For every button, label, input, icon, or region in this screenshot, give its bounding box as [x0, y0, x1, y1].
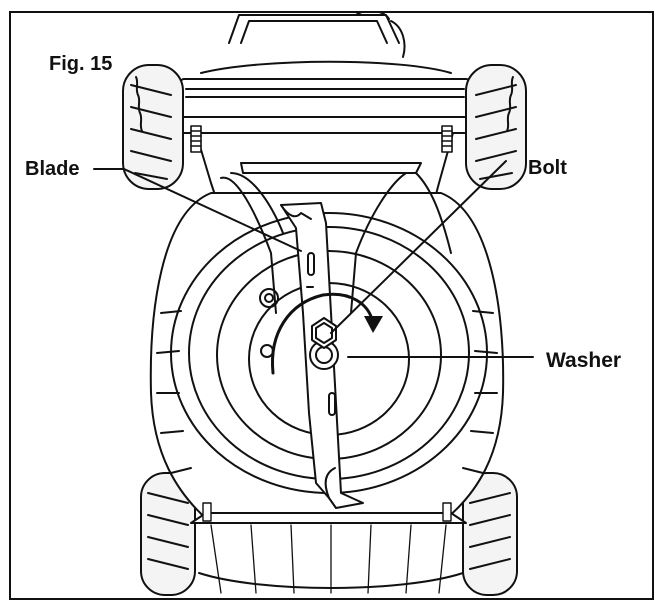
rear-left-wheel [122, 64, 184, 190]
handle [228, 13, 406, 58]
front-left-wheel [140, 472, 196, 596]
rear-deflector [178, 60, 472, 214]
figure-number-label: Fig. 15 [49, 53, 113, 75]
figure-frame: Fig. 15 Blade Bolt Washer [9, 11, 654, 600]
front-skirt [190, 502, 467, 594]
discharge-channel [220, 162, 452, 314]
washer-callout-label: Washer [546, 349, 622, 372]
rear-springs [190, 125, 453, 153]
front-right-wheel [462, 472, 518, 596]
mower-underside-illustration [93, 13, 534, 596]
bolt-washer-assembly [309, 317, 339, 370]
leader-lines [93, 160, 534, 358]
curved-arrow-icon [270, 292, 383, 375]
rear-right-wheel [465, 64, 527, 190]
bolt-callout-label: Bolt [528, 157, 567, 179]
blade-callout-label: Blade [25, 158, 80, 180]
